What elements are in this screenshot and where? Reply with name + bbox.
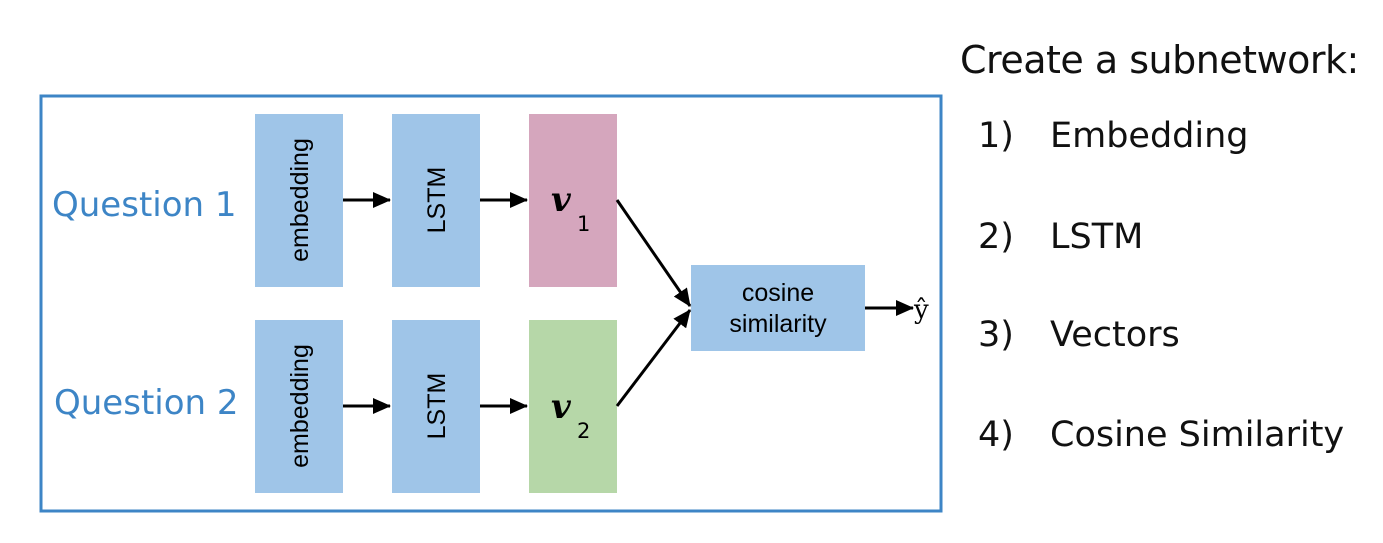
step-item: 3) Vectors xyxy=(978,315,1180,355)
step-item: 1) Embedding xyxy=(978,116,1249,156)
cosine-label-line-1: cosine xyxy=(742,279,814,307)
question-1-label: Question 1 xyxy=(52,185,237,225)
embedding-box-2 xyxy=(255,320,343,493)
siamese-network-diagram: Question 1 Question 2 embedding LSTM v 1… xyxy=(39,94,943,513)
vector-box-2 xyxy=(529,320,617,493)
step-number: 4) xyxy=(978,415,1014,455)
lstm-label-2: LSTM xyxy=(423,373,451,440)
output-y-hat: ŷ xyxy=(913,295,929,325)
step-text: Embedding xyxy=(1050,116,1249,156)
vector-2-subscript: 2 xyxy=(577,419,590,443)
vector-1-symbol: v xyxy=(551,180,572,220)
step-number: 2) xyxy=(978,217,1014,257)
step-text: Cosine Similarity xyxy=(1050,415,1345,455)
network-frame xyxy=(39,94,943,513)
steps-panel: Create a subnetwork: 1)Embedding 2)LSTM … xyxy=(960,38,1380,455)
step-number: 3) xyxy=(978,315,1014,355)
vector-box-1 xyxy=(529,114,617,287)
step-item: 4) Cosine Similarity xyxy=(978,415,1344,455)
lstm-label-1: LSTM xyxy=(423,167,451,234)
arrow-vector-1-to-cosine xyxy=(615,199,692,307)
arrow-vector-2-to-cosine xyxy=(615,309,692,407)
step-item: 2) LSTM xyxy=(978,217,1143,257)
step-text: LSTM xyxy=(1050,217,1144,257)
cosine-similarity-box xyxy=(691,265,865,351)
embedding-box-1 xyxy=(255,114,343,287)
step-text: Vectors xyxy=(1050,315,1180,355)
steps-title: Create a subnetwork: xyxy=(960,38,1359,82)
question-2-label: Question 2 xyxy=(54,383,239,423)
vector-1-subscript: 1 xyxy=(577,212,590,236)
step-number: 1) xyxy=(978,116,1014,156)
embedding-label-1: embedding xyxy=(286,138,314,262)
lstm-box-2 xyxy=(392,320,480,493)
cosine-label-line-2: similarity xyxy=(729,310,827,338)
vector-2-symbol: v xyxy=(551,387,572,427)
lstm-box-1 xyxy=(392,114,480,287)
embedding-label-2: embedding xyxy=(286,344,314,468)
